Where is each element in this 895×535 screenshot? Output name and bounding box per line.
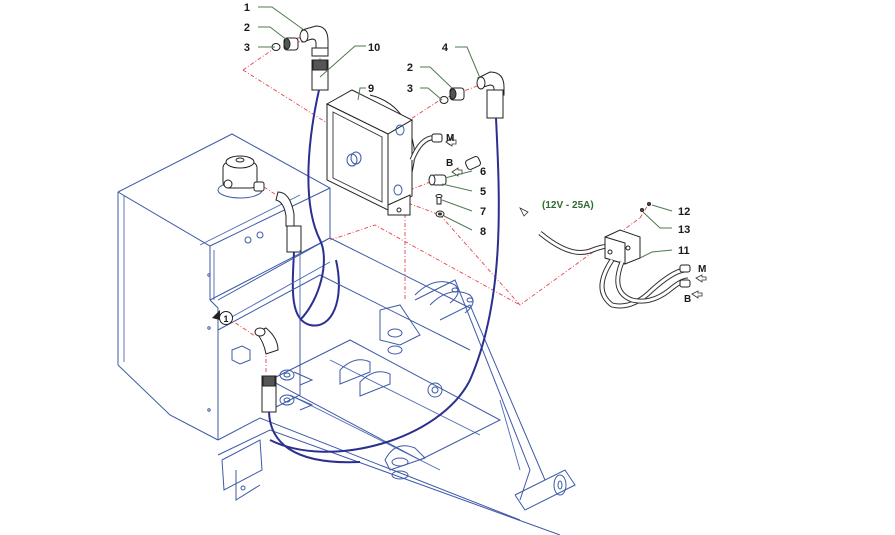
connector-b-relay: B [684,294,691,305]
callout-3b: 3 [407,83,413,95]
fittings-lower-group [231,327,361,464]
connector-b-cooler: B [446,158,453,169]
callout-3: 3 [244,42,250,54]
fittings-left-group [271,25,329,321]
callouts: 1 2 3 10 9 4 2 3 6 5 7 8 12 13 11 M B M … [244,2,706,305]
power-rating-note: (12V - 25A) [542,200,594,211]
callout-2b: 2 [407,62,413,74]
fittings-right-group [269,71,505,453]
callout-12: 12 [678,206,690,218]
relay-box [519,202,707,309]
machine-frame [217,237,576,535]
hydraulic-tank [117,133,331,441]
callout-5: 5 [480,186,486,198]
reference-marker-label: 1 [223,314,228,324]
callout-9: 9 [368,83,374,95]
callout-8: 8 [480,226,486,238]
callout-4: 4 [442,42,449,54]
callout-10: 10 [368,42,380,54]
tank-hose-fitting [263,186,340,327]
oil-cooler [325,89,438,216]
tank-filter-head [217,155,265,199]
callout-7: 7 [480,206,486,218]
callout-2: 2 [244,22,250,34]
callout-6: 6 [480,166,486,178]
connector-m-relay: M [698,264,706,275]
reference-marker: 1 [212,310,233,325]
callout-1: 1 [244,2,250,14]
connector-m-cooler: M [446,133,454,144]
leader-lines [258,6,673,259]
callout-13: 13 [678,224,690,236]
callout-11: 11 [678,245,690,257]
